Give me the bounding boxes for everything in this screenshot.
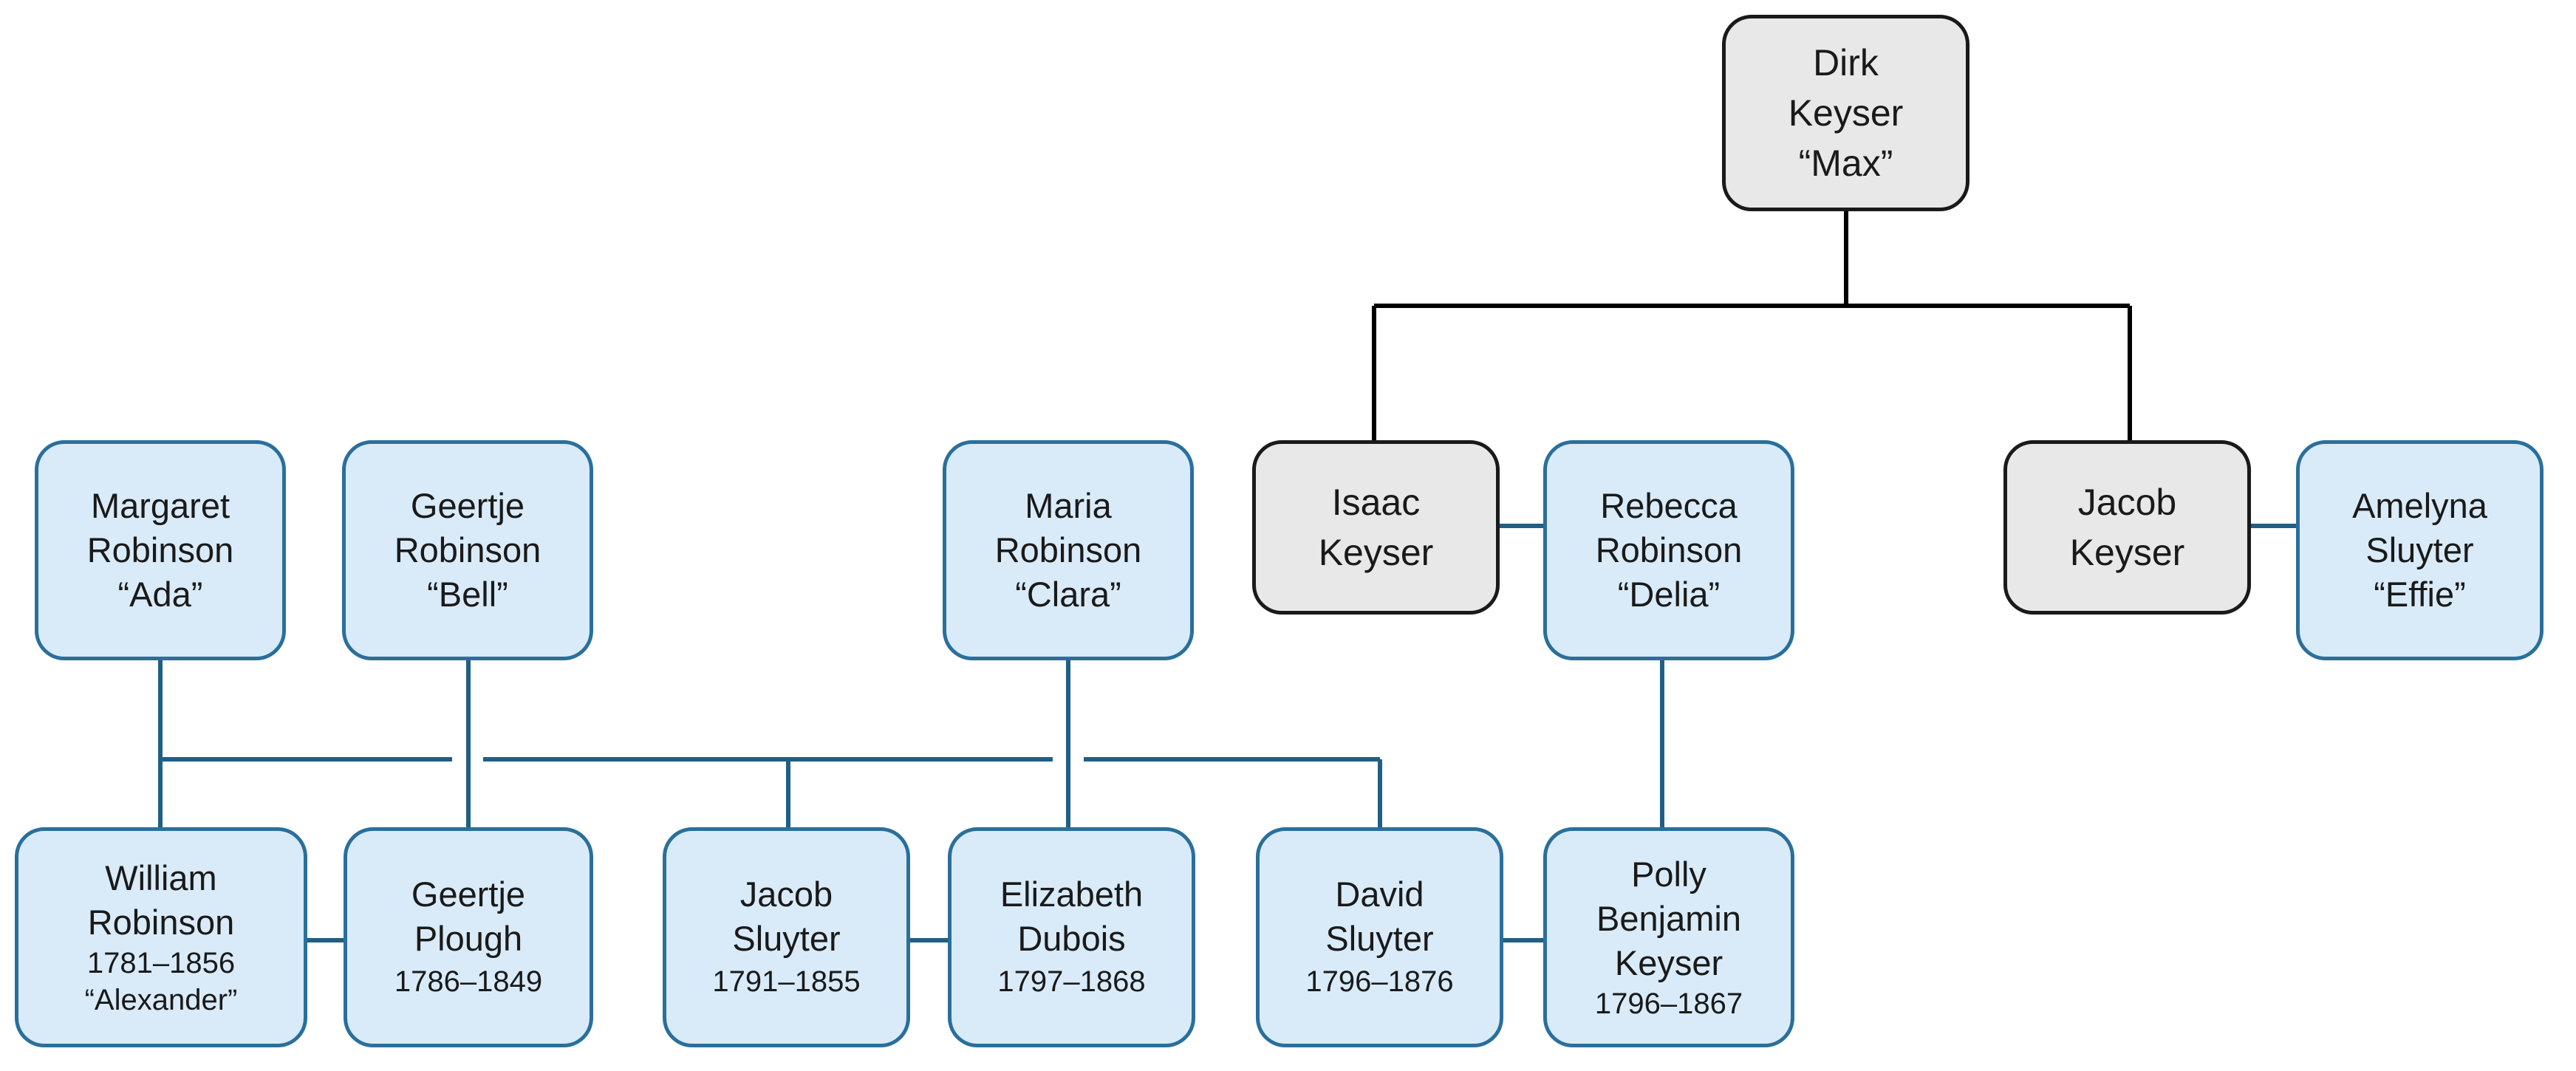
last-name: Sluyter [1325, 919, 1434, 958]
nickname: “Clara” [1015, 575, 1121, 614]
nickname: “Ada” [117, 575, 203, 614]
life-years: 1796–1867 [1594, 988, 1743, 1020]
last-name: Sluyter [2365, 530, 2474, 569]
robinson-lines [158, 524, 2296, 942]
first-name: Margaret [90, 486, 230, 525]
first-name: Dirk [1813, 42, 1879, 83]
person-isaac-keyser: Isaac Keyser [1252, 440, 1500, 615]
last-name: Dubois [1017, 919, 1126, 958]
first-name: Rebecca [1600, 486, 1738, 525]
last-name: Robinson [394, 530, 541, 569]
person-margaret-robinson: Margaret Robinson “Ada” [35, 440, 286, 660]
first-name: Amelyna [2352, 486, 2487, 525]
last-name: Keyser [2069, 532, 2185, 573]
last-name: Robinson [87, 903, 235, 942]
person-amelyna-sluyter: Amelyna Sluyter “Effie” [2296, 440, 2543, 660]
person-jacob-keyser: Jacob Keyser [2003, 440, 2251, 615]
person-polly-keyser: Polly Benjamin Keyser 1796–1867 [1543, 827, 1794, 1047]
person-dirk-keyser: Dirk Keyser “Max” [1722, 15, 1969, 211]
life-years: 1797–1868 [997, 965, 1146, 998]
person-rebecca-robinson: Rebecca Robinson “Delia” [1543, 440, 1794, 660]
person-maria-robinson: Maria Robinson “Clara” [943, 440, 1194, 660]
middle-name: Benjamin [1596, 899, 1741, 938]
last-name: Plough [414, 919, 523, 958]
person-jacob-sluyter: Jacob Sluyter 1791–1855 [663, 827, 910, 1047]
first-name: Isaac [1331, 482, 1421, 523]
life-years: 1796–1876 [1305, 965, 1454, 998]
nickname: “Delia” [1617, 575, 1721, 614]
first-name: Polly [1631, 855, 1706, 894]
person-geertje-plough: Geertje Plough 1786–1849 [344, 827, 593, 1047]
last-name: Keyser [1614, 943, 1723, 982]
keyser-descent-lines [1372, 209, 2132, 440]
nickname: “Effie” [2374, 575, 2466, 614]
nickname: “Max” [1798, 143, 1893, 184]
person-william-robinson: William Robinson 1781–1856 “Alexander” [15, 827, 307, 1047]
nickname: “Bell” [427, 575, 508, 614]
life-years: 1781–1856 [86, 947, 236, 979]
first-name: Jacob [739, 875, 833, 914]
first-name: David [1335, 875, 1424, 914]
life-years: 1791–1855 [712, 965, 861, 998]
last-name: Keyser [1788, 92, 1904, 134]
last-name: Robinson [1595, 530, 1743, 569]
last-name: Robinson [994, 530, 1142, 569]
first-name: Jacob [2077, 482, 2177, 523]
life-years: 1786–1849 [394, 965, 543, 998]
last-name: Sluyter [732, 919, 841, 958]
last-name: Robinson [86, 530, 234, 569]
nickname: “Alexander” [84, 984, 238, 1016]
first-name: Geertje [411, 875, 526, 914]
first-name: Maria [1025, 486, 1112, 525]
first-name: Geertje [410, 486, 525, 525]
last-name: Keyser [1318, 532, 1434, 573]
first-name: William [105, 858, 217, 897]
first-name: Elizabeth [1000, 875, 1144, 914]
person-elizabeth-dubois: Elizabeth Dubois 1797–1868 [948, 827, 1195, 1047]
person-geertje-robinson: Geertje Robinson “Bell” [342, 440, 593, 660]
person-david-sluyter: David Sluyter 1796–1876 [1256, 827, 1503, 1047]
